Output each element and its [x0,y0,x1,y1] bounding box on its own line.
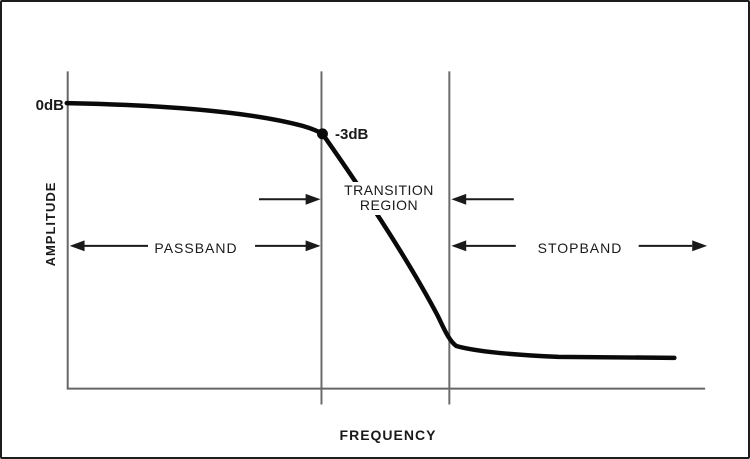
cutoff-point-dot [317,128,328,140]
transition-left-arrow [259,193,321,205]
zero-db-label: 0dB [35,97,64,114]
stopband-right-arrow [638,240,708,252]
passband-label: PASSBAND [154,240,238,256]
transition-region-label-line1: TRANSITION [344,182,434,198]
passband-left-arrow [69,240,148,252]
minus-3db-label: -3dB [335,126,369,143]
x-axis-title: FREQUENCY [339,427,437,443]
stopband-label: STOPBAND [537,240,623,256]
y-axis-title: AMPLITUDE [43,181,58,267]
transition-region-label-line2: REGION [359,197,419,213]
response-curve [64,100,677,361]
stopband-left-arrow [451,240,516,252]
transition-right-arrow [451,193,514,205]
passband-right-arrow [255,240,321,252]
transition-region-label: TRANSITION REGION [332,182,446,215]
